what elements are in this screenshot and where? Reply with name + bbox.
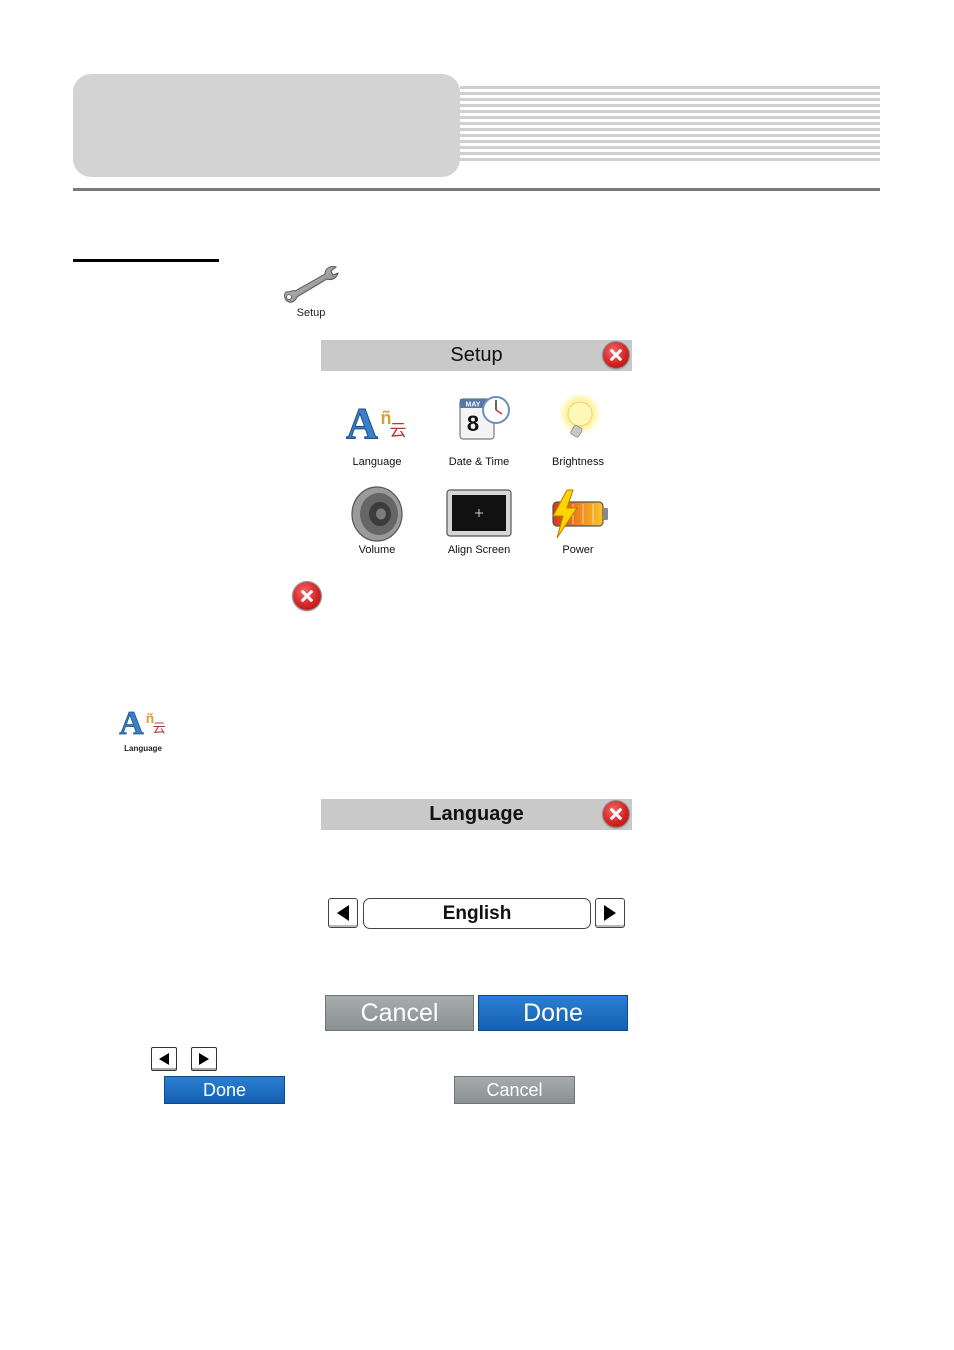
svg-text:A: A xyxy=(119,705,144,740)
language-close-icon[interactable] xyxy=(603,801,629,827)
setup-close-icon[interactable] xyxy=(603,342,629,368)
language-title-bar: Language xyxy=(321,799,632,830)
close-icon xyxy=(293,582,321,610)
setup-item-label: Volume xyxy=(358,544,396,556)
calendar-day-text: 8 xyxy=(467,411,479,436)
arrow-right-icon xyxy=(604,905,616,921)
svg-text:A: A xyxy=(346,399,378,446)
language-value: English xyxy=(363,898,591,929)
setup-item-language[interactable]: A ñ 云 Language xyxy=(327,394,427,484)
arrow-right-icon xyxy=(199,1053,209,1065)
setup-item-label: Date & Time xyxy=(448,456,510,468)
language-icon: A ñ 云 xyxy=(346,399,407,447)
svg-text:云: 云 xyxy=(390,421,407,440)
language-shortcut-label: Language xyxy=(124,744,162,753)
legend-done-button: Done xyxy=(164,1076,285,1104)
setup-shortcut[interactable]: Setup xyxy=(281,262,345,322)
setup-item-label: Power xyxy=(562,544,594,556)
calendar-clock-icon: MAY 8 xyxy=(459,396,510,440)
legend-prev-arrow xyxy=(151,1047,177,1071)
section-underline xyxy=(73,259,219,262)
calendar-month-text: MAY xyxy=(466,402,481,409)
legend-cancel-button: Cancel xyxy=(454,1076,575,1104)
language-prev-button[interactable] xyxy=(328,898,358,928)
wrench-icon xyxy=(284,266,339,303)
arrow-left-icon xyxy=(337,905,349,921)
setup-item-power[interactable]: Power xyxy=(528,486,628,576)
done-button[interactable]: Done xyxy=(478,995,628,1031)
header-tab xyxy=(73,74,460,177)
header-stripes xyxy=(460,86,880,164)
svg-text:ñ: ñ xyxy=(381,408,392,428)
legend-next-arrow xyxy=(191,1047,217,1071)
language-next-button[interactable] xyxy=(595,898,625,928)
setup-item-label: Brightness xyxy=(552,456,604,468)
language-shortcut[interactable]: A ñ 云 Language xyxy=(113,700,173,760)
setup-item-brightness[interactable]: Brightness xyxy=(528,394,628,484)
setup-title-bar: Setup xyxy=(321,340,632,371)
setup-item-date-time[interactable]: MAY 8 Date & Time xyxy=(429,394,529,484)
cancel-button[interactable]: Cancel xyxy=(325,995,474,1031)
language-panel-title: Language xyxy=(429,803,524,825)
arrow-left-icon xyxy=(159,1053,169,1065)
setup-item-align-screen[interactable]: Align Screen xyxy=(429,486,529,576)
setup-item-label: Align Screen xyxy=(447,544,511,556)
lightbulb-icon xyxy=(556,394,604,440)
language-icon: A ñ 云 xyxy=(119,704,166,742)
setup-item-volume[interactable]: Volume xyxy=(327,486,427,576)
battery-icon xyxy=(552,489,608,539)
svg-text:云: 云 xyxy=(153,720,166,735)
setup-shortcut-label: Setup xyxy=(296,307,326,319)
setup-panel-title: Setup xyxy=(450,344,503,366)
svg-text:ñ: ñ xyxy=(146,710,154,726)
speaker-icon xyxy=(351,486,403,542)
header-divider xyxy=(73,188,880,191)
align-screen-icon xyxy=(446,489,512,537)
setup-item-label: Language xyxy=(352,456,402,468)
